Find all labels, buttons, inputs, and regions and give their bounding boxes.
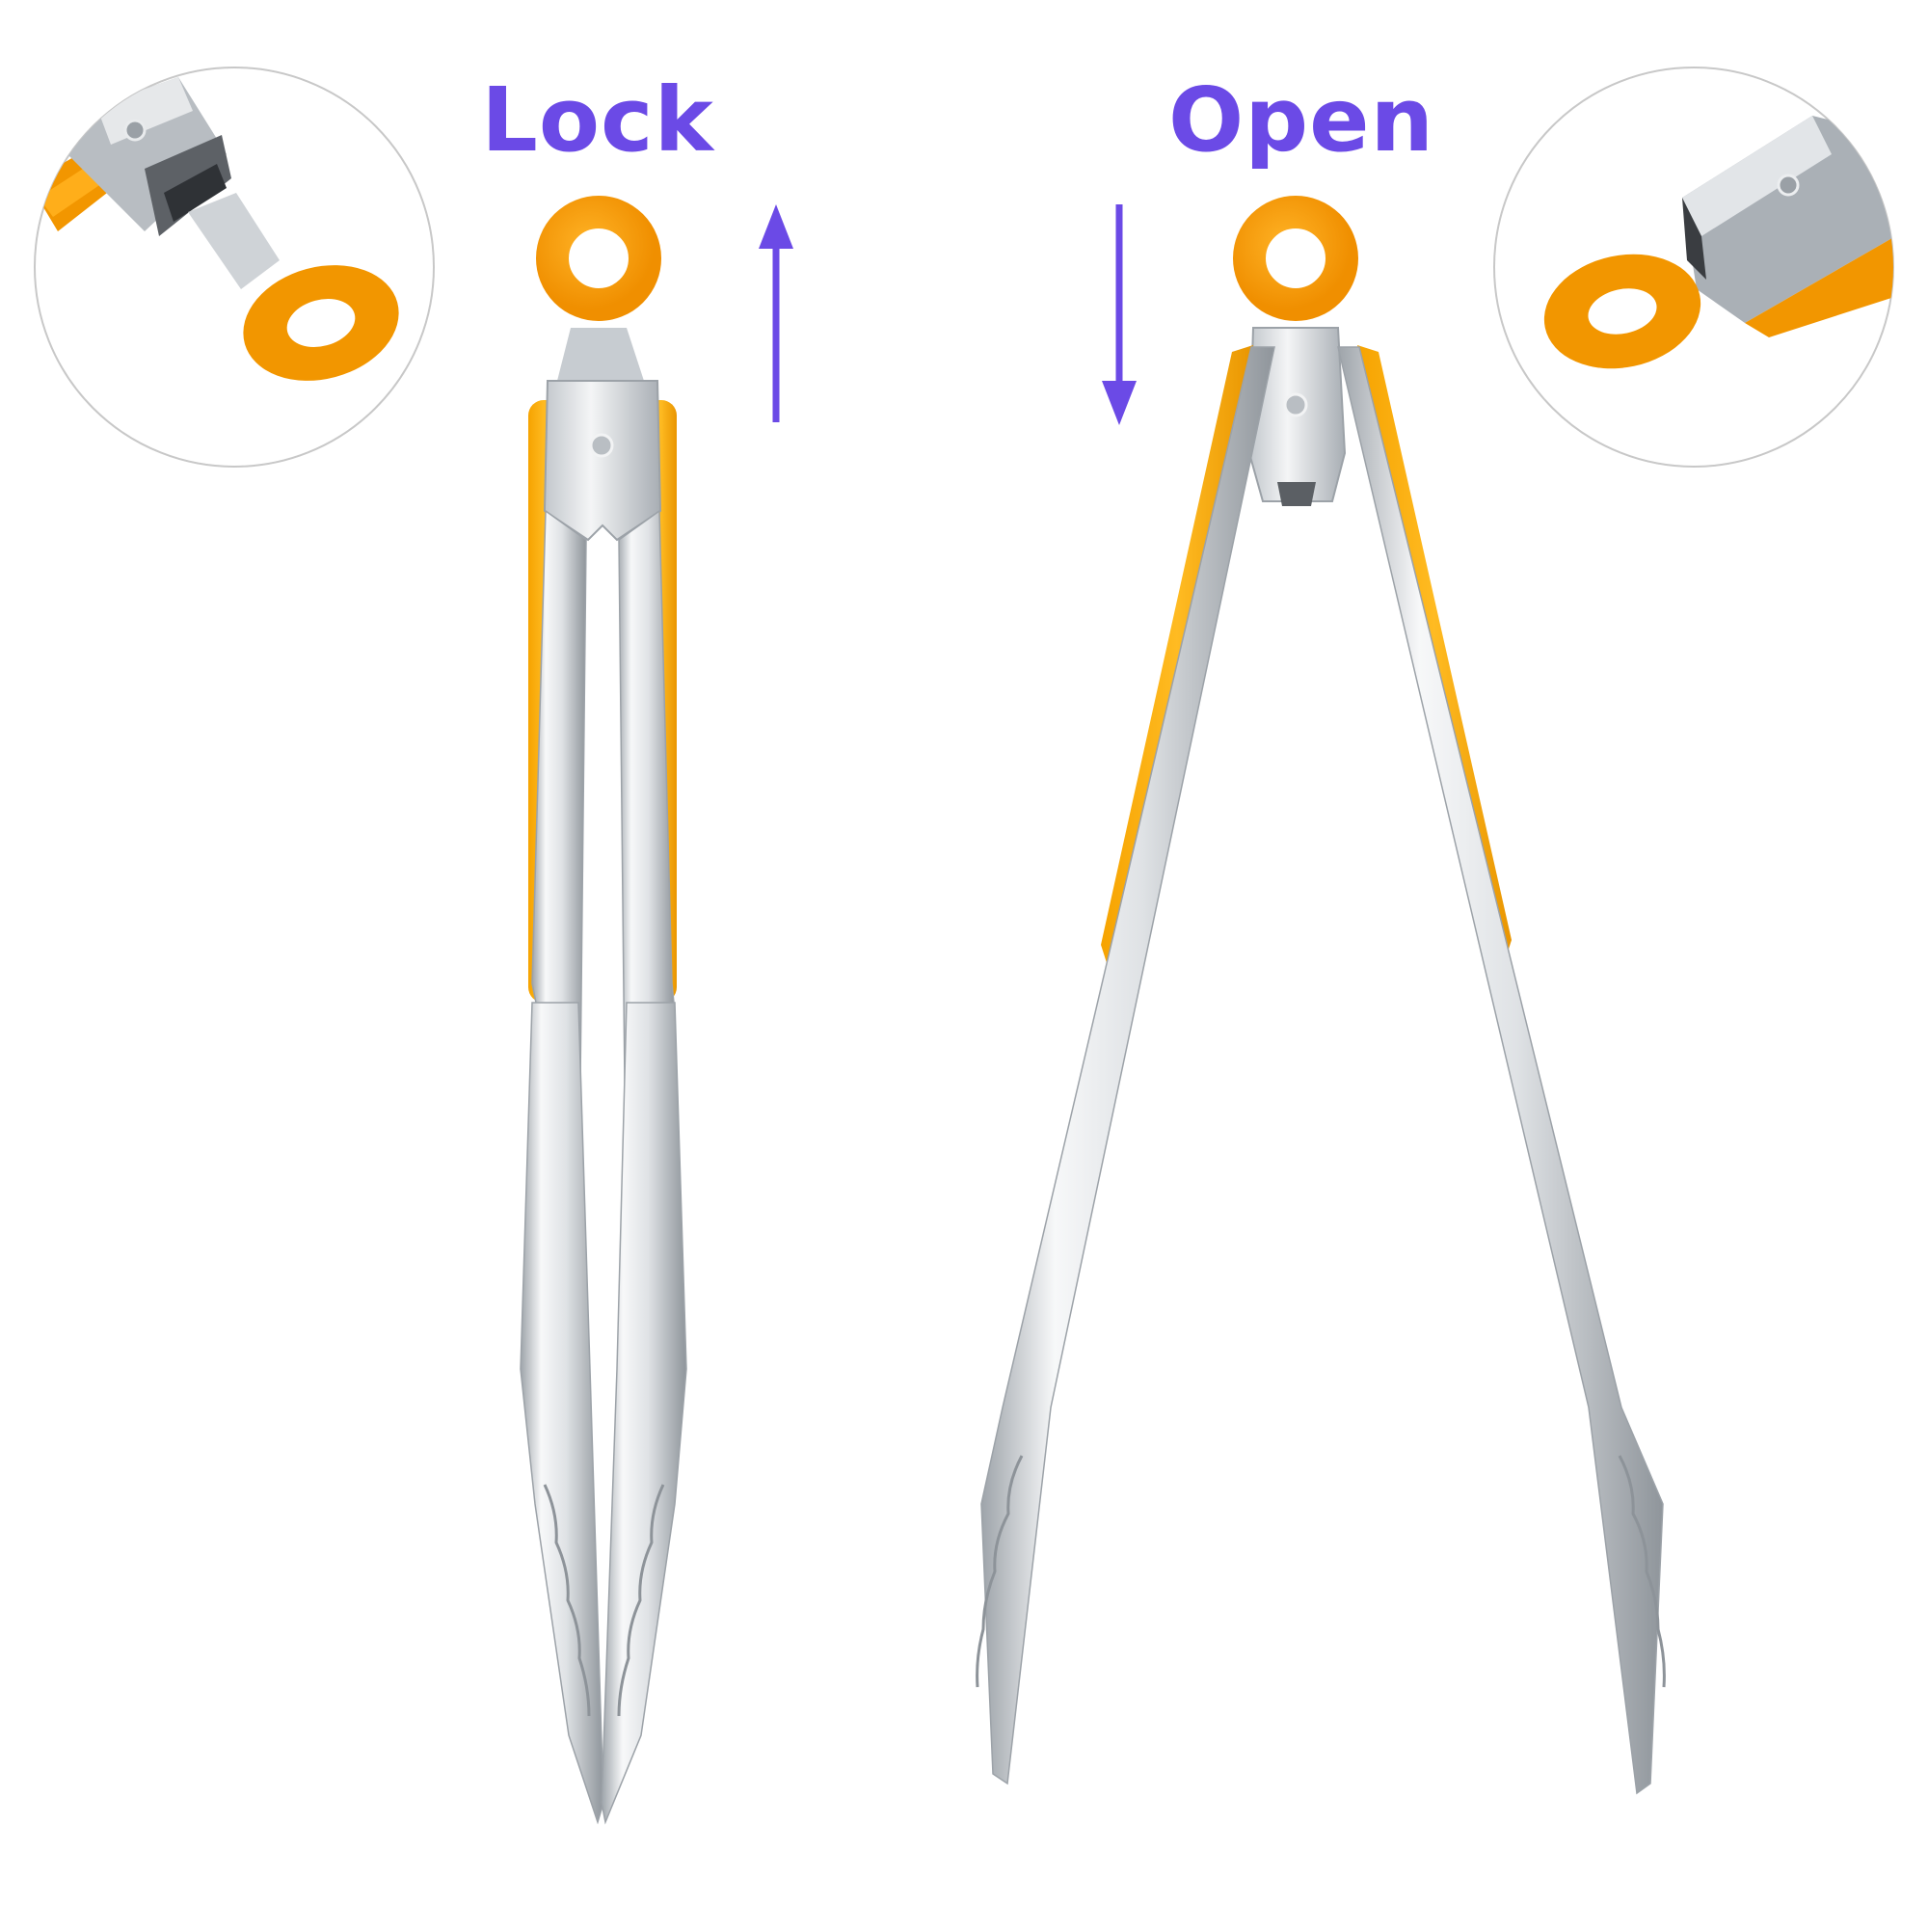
locked-tongs	[520, 196, 687, 1825]
arrow-up-icon	[759, 204, 793, 422]
lock-detail-circle	[34, 67, 435, 468]
arrow-down-icon	[1102, 204, 1137, 425]
open-detail-circle	[1493, 67, 1894, 468]
open-tongs	[976, 196, 1666, 1795]
open-label: Open	[1168, 68, 1434, 172]
lock-label: Lock	[481, 68, 714, 172]
